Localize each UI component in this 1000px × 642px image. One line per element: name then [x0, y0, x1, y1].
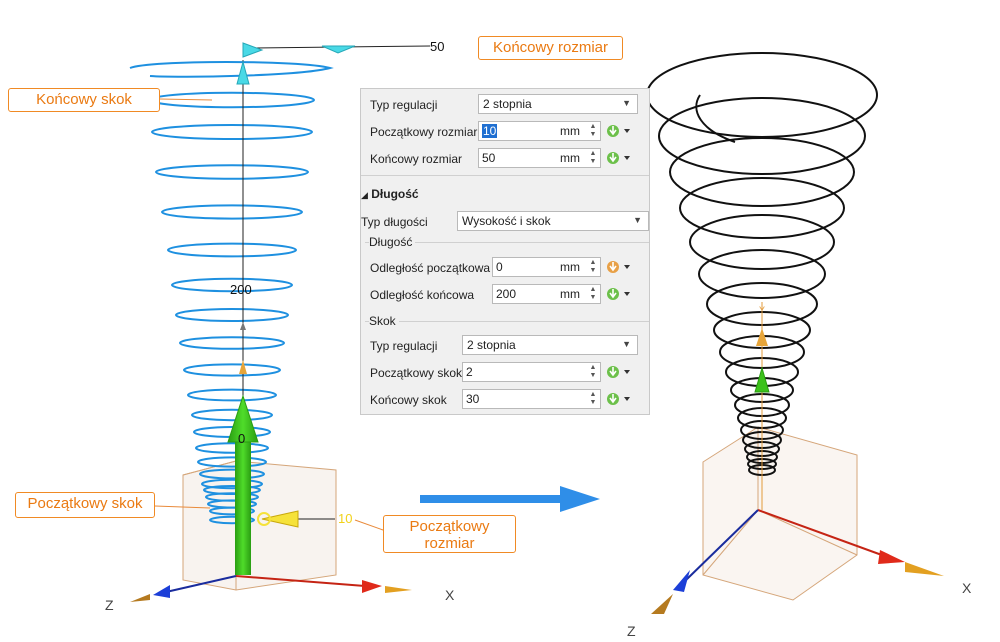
dim-end-size: 50: [430, 39, 444, 54]
end-pitch-value: 30: [466, 392, 480, 406]
pitch-type-select[interactable]: 2 stopnia ▼: [462, 335, 638, 355]
start-size-value: 10: [482, 124, 498, 138]
start-size-stepper[interactable]: ▲▼: [589, 123, 597, 138]
end-distance-input[interactable]: 200 mm ▲▼: [492, 284, 601, 304]
pitch-group-divider: [365, 321, 649, 322]
length-type-value: Wysokość i skok: [462, 214, 551, 228]
right-bounding-box: [702, 426, 858, 601]
leader-start-pitch: [154, 505, 211, 509]
green-axis-arrow[interactable]: [227, 394, 259, 575]
pitch-handle-lower[interactable]: [240, 322, 246, 330]
callout-start-size-line2: rozmiar: [424, 535, 475, 552]
pitch-type-value: 2 stopnia: [467, 338, 516, 352]
collapse-triangle-icon: ◢: [361, 190, 368, 200]
length-type-label: Typ długości: [361, 215, 428, 229]
end-distance-options-icon[interactable]: [606, 286, 632, 302]
start-distance-options-icon[interactable]: [606, 259, 632, 275]
length-section-header[interactable]: ◢ Długość: [361, 187, 419, 201]
pitch-handle-upper[interactable]: [239, 360, 247, 374]
start-distance-label: Odległość początkowa: [370, 261, 491, 275]
left-axis-z-label: Z: [105, 597, 114, 613]
start-size-unit: mm: [560, 124, 580, 138]
pitch-group-label: Skok: [369, 314, 399, 328]
end-distance-label: Odległość końcowa: [370, 288, 475, 302]
size-type-value: 2 stopnia: [483, 97, 532, 111]
start-pitch-options-icon[interactable]: [606, 364, 632, 380]
left-axis-x-label: X: [445, 587, 455, 603]
callout-end-size: Końcowy rozmiar: [478, 36, 623, 60]
end-pitch-input[interactable]: 30 ▲▼: [462, 389, 601, 409]
length-group-label: Długość: [369, 235, 416, 249]
callout-start-size: Początkowy rozmiar: [383, 515, 516, 553]
start-size-handle[interactable]: [257, 510, 299, 528]
right-axis-x-label: X: [962, 580, 972, 596]
callout-start-pitch: Początkowy skok: [15, 492, 155, 518]
length-type-select[interactable]: Wysokość i skok ▼: [457, 211, 649, 231]
start-size-options-icon[interactable]: [606, 123, 632, 139]
length-header-text: Długość: [371, 187, 419, 201]
dim-start-size: 10: [338, 511, 352, 526]
callout-start-size-line1: Początkowy: [409, 518, 490, 535]
start-pitch-label: Początkowy skok: [370, 366, 463, 380]
start-distance-value: 0: [496, 260, 503, 274]
dim-zero: 0: [238, 431, 245, 446]
left-helix[interactable]: [129, 61, 334, 525]
end-pitch-label: Końcowy skok: [370, 393, 447, 407]
transform-arrow: [420, 486, 600, 512]
chevron-down-icon: ▼: [622, 98, 631, 108]
helix-properties-panel: Typ regulacji 2 stopnia ▼ Początkowy roz…: [360, 88, 650, 415]
chevron-down-icon: ▼: [633, 215, 642, 225]
end-size-stepper[interactable]: ▲▼: [589, 150, 597, 165]
start-pitch-value: 2: [466, 365, 473, 379]
end-distance-stepper[interactable]: ▲▼: [589, 286, 597, 301]
end-size-value: 50: [482, 151, 496, 165]
chevron-down-icon: ▼: [622, 339, 631, 349]
end-distance-unit: mm: [560, 287, 580, 301]
start-distance-stepper[interactable]: ▲▼: [589, 259, 597, 274]
end-pitch-options-icon[interactable]: [606, 391, 632, 407]
start-size-label: Początkowy rozmiar: [370, 125, 478, 139]
length-group-divider: [365, 242, 649, 243]
start-pitch-stepper[interactable]: ▲▼: [589, 364, 597, 379]
right-y-axis: [754, 302, 770, 510]
right-axis-z-label: Z: [627, 623, 636, 639]
start-distance-input[interactable]: 0 mm ▲▼: [492, 257, 601, 277]
right-axes: [651, 509, 944, 614]
left-axes: [130, 575, 412, 602]
start-distance-unit: mm: [560, 260, 580, 274]
leader-start-size: [354, 519, 384, 531]
start-size-input[interactable]: 10 mm ▲▼: [478, 121, 601, 141]
right-axis-y-label: Y: [759, 305, 765, 315]
end-distance-value: 200: [496, 287, 517, 301]
end-size-input[interactable]: 50 mm ▲▼: [478, 148, 601, 168]
leader-end-pitch: [159, 98, 213, 101]
callout-end-pitch: Końcowy skok: [8, 88, 160, 112]
size-type-label: Typ regulacji: [370, 98, 438, 112]
end-pitch-stepper[interactable]: ▲▼: [589, 391, 597, 406]
end-size-unit: mm: [560, 151, 580, 165]
end-size-label: Końcowy rozmiar: [370, 152, 463, 166]
end-size-options-icon[interactable]: [606, 150, 632, 166]
size-type-select[interactable]: 2 stopnia ▼: [478, 94, 638, 114]
dim-height: 200: [230, 282, 252, 297]
pitch-type-label: Typ regulacji: [370, 339, 438, 353]
start-pitch-input[interactable]: 2 ▲▼: [462, 362, 601, 382]
end-size-handle[interactable]: [236, 42, 356, 85]
left-bounding-box: [182, 460, 337, 591]
